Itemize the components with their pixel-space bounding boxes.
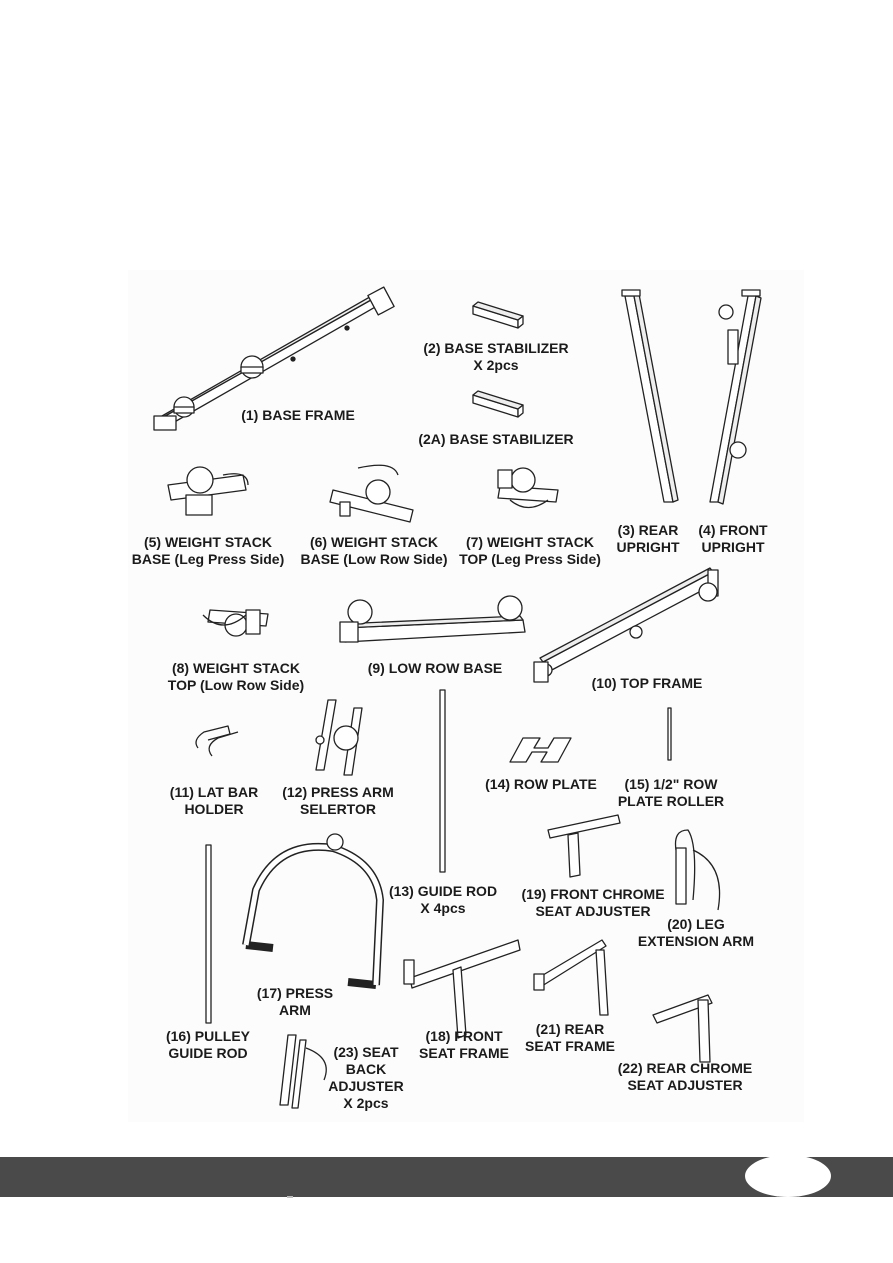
label-base-stabilizer-2a: (2A) BASE STABILIZER: [418, 431, 574, 447]
front-seat-frame-drawing: [403, 939, 521, 1039]
row-plate-drawing: [509, 737, 572, 763]
label-weight-stack-top-leg-press: (7) WEIGHT STACK TOP (Leg Press Side): [459, 534, 601, 567]
label-press-arm: (17) PRESS ARM: [256, 985, 334, 1018]
label-row-plate-roller: (15) 1/2" ROW PLATE ROLLER: [617, 776, 725, 809]
leg-extension-arm-drawing: [674, 829, 721, 911]
label-top-frame: (10) TOP FRAME: [591, 675, 703, 691]
label-base-frame: (1) BASE FRAME: [241, 407, 355, 423]
page-number-badge: [745, 1155, 831, 1197]
label-low-row-base: (9) LOW ROW BASE: [367, 660, 503, 676]
label-leg-extension-arm: (20) LEG EXTENSION ARM: [637, 916, 755, 949]
lat-bar-holder-drawing: [195, 725, 239, 757]
parts-drawings: [153, 286, 762, 1109]
top-frame-drawing: [533, 567, 719, 683]
row-plate-roller-drawing: [667, 707, 672, 761]
front-chrome-seat-adjuster-drawing: [547, 814, 621, 878]
label-weight-stack-base-leg-press: (5) WEIGHT STACK BASE (Leg Press Side): [131, 534, 285, 567]
pulley-guide-rod-drawing: [205, 844, 212, 1024]
label-rear-upright: (3) REAR UPRIGHT: [616, 522, 680, 555]
rear-seat-frame-drawing: [533, 939, 609, 1016]
footer-bar: [0, 1157, 893, 1197]
label-weight-stack-base-low-row: (6) WEIGHT STACK BASE (Low Row Side): [300, 534, 448, 567]
label-front-seat-frame: (18) FRONT SEAT FRAME: [419, 1028, 509, 1061]
weight-stack-top-leg-press-drawing: [497, 467, 559, 509]
label-rear-chrome-seat-adjuster: (22) REAR CHROME SEAT ADJUSTER: [617, 1060, 753, 1093]
front-upright-drawing: [709, 289, 762, 505]
weight-stack-top-low-row-drawing: [202, 609, 269, 637]
low-row-base-drawing: [339, 595, 526, 643]
parts-diagram-panel: (1) BASE FRAME (2) BASE STABILIZER X 2pc…: [128, 270, 804, 1122]
label-base-stabilizer: (2) BASE STABILIZER X 2pcs: [423, 340, 569, 373]
rear-upright-drawing: [621, 289, 679, 503]
label-weight-stack-top-low-row: (8) WEIGHT STACK TOP (Low Row Side): [167, 660, 305, 693]
seat-back-adjuster-drawing: [279, 1034, 327, 1109]
weight-stack-base-low-row-drawing: [329, 464, 414, 523]
weight-stack-base-leg-press-drawing: [167, 466, 249, 516]
label-pulley-guide-rod: (16) PULLEY GUIDE ROD: [165, 1028, 250, 1061]
press-arm-pivot-drawing: [326, 833, 344, 851]
press-arm-drawing: [242, 843, 384, 989]
guide-rod-drawing: [439, 689, 446, 873]
label-rear-seat-frame: (21) REAR SEAT FRAME: [525, 1021, 615, 1054]
label-seat-back-adjuster: (23) SEAT BACK ADJUSTER X 2pcs: [328, 1044, 404, 1111]
footer-mark: [287, 1196, 293, 1198]
label-guide-rod: (13) GUIDE ROD X 4pcs: [388, 883, 498, 916]
label-press-arm-selector: (12) PRESS ARM SELERTOR: [282, 784, 394, 817]
label-lat-bar-holder: (11) LAT BAR HOLDER: [169, 784, 259, 817]
label-front-chrome-seat-adjuster: (19) FRONT CHROME SEAT ADJUSTER: [521, 886, 665, 919]
base-frame-drawing: [153, 286, 395, 431]
rear-chrome-seat-adjuster-drawing: [652, 994, 713, 1063]
base-stabilizer-2a-drawing: [472, 390, 524, 418]
press-arm-selector-drawing: [315, 699, 363, 776]
base-stabilizer-drawing: [472, 301, 524, 329]
label-front-upright: (4) FRONT UPRIGHT: [698, 522, 768, 555]
label-row-plate: (14) ROW PLATE: [485, 776, 597, 792]
